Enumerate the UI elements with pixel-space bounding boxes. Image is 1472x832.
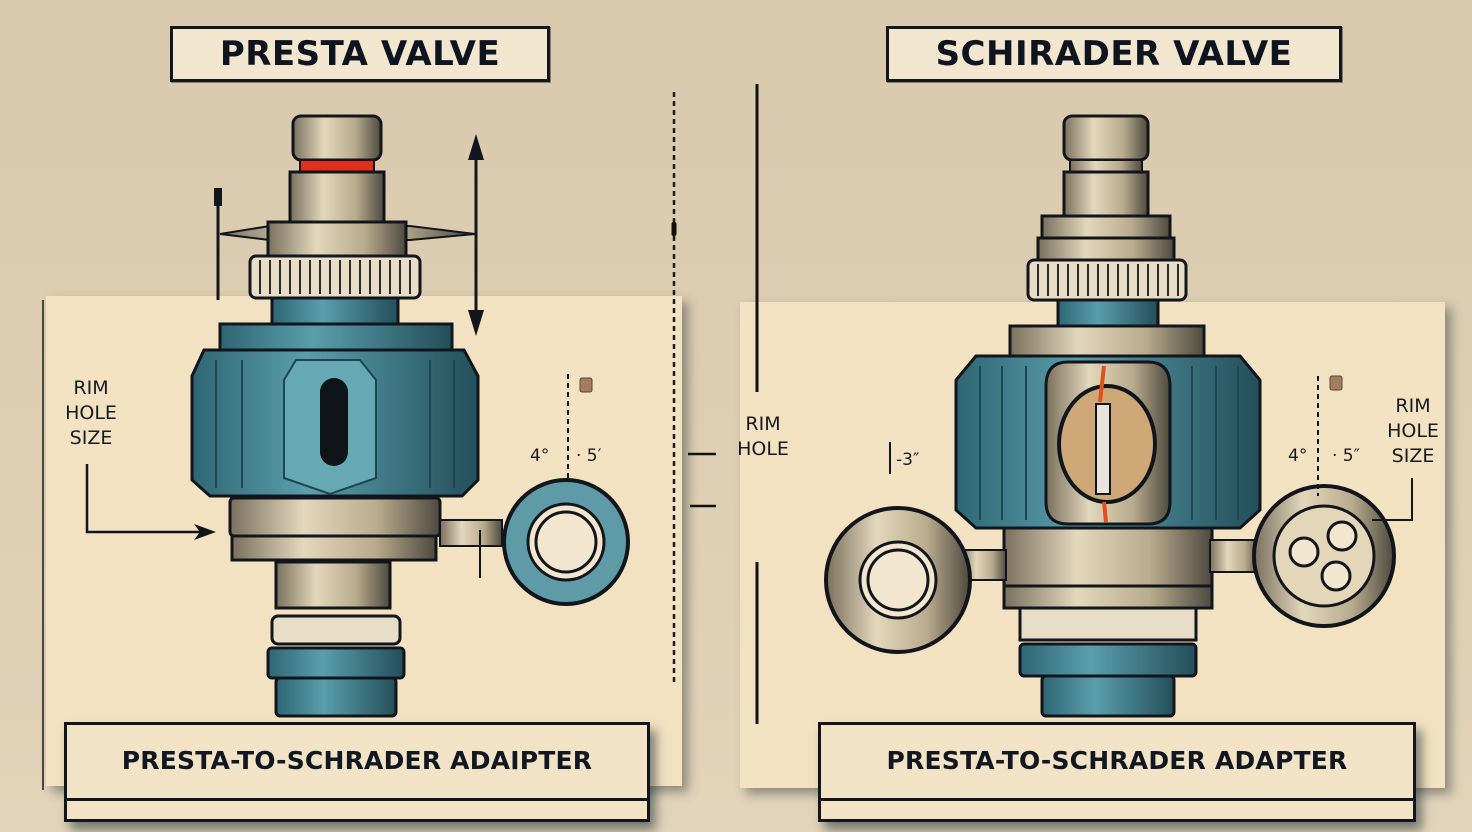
schrader-dim-side: -3″ <box>896 450 920 470</box>
presta-title-text: PRESTA VALVE <box>219 34 501 74</box>
center-solid-divider <box>755 84 759 724</box>
left-border-line <box>42 300 44 790</box>
presta-dim-right: · 5′ <box>576 446 602 466</box>
schrader-dim-left: 4° <box>1288 446 1308 466</box>
schrader-rim-hole-size-label: RIM HOLE SIZE <box>1387 395 1439 467</box>
presta-valve-illustration <box>190 114 630 718</box>
schrader-title: SCHIRADER VALVE <box>886 26 1342 82</box>
schrader-dim-right: · 5″ <box>1332 446 1360 466</box>
schrader-valve-illustration <box>824 114 1413 718</box>
presta-adapter-caption: PRESTA-TO-SCHRADER ADAΙPTER <box>64 722 650 822</box>
presta-rim-hole-size-label: RIM HOLE SIZE <box>65 377 117 449</box>
center-rim-hole-label: RIM HOLE <box>737 413 789 460</box>
center-tick-marks <box>688 452 716 508</box>
caption-strip <box>821 798 1413 819</box>
presta-rim-arrow <box>85 464 216 540</box>
center-dashed-divider <box>671 92 677 682</box>
presta-adapter-caption-text: PRESTA-TO-SCHRADER ADAΙPTER <box>121 745 593 775</box>
presta-title: PRESTA VALVE <box>170 26 550 82</box>
schrader-title-text: SCHIRADER VALVE <box>935 34 1293 74</box>
caption-strip <box>67 798 647 819</box>
schrader-adapter-caption-text: PRESTA-TO-SCHRADER ADAPTER <box>886 745 1348 775</box>
presta-dim-left: 4° <box>530 446 550 466</box>
schrader-adapter-caption: PRESTA-TO-SCHRADER ADAPTER <box>818 722 1416 822</box>
